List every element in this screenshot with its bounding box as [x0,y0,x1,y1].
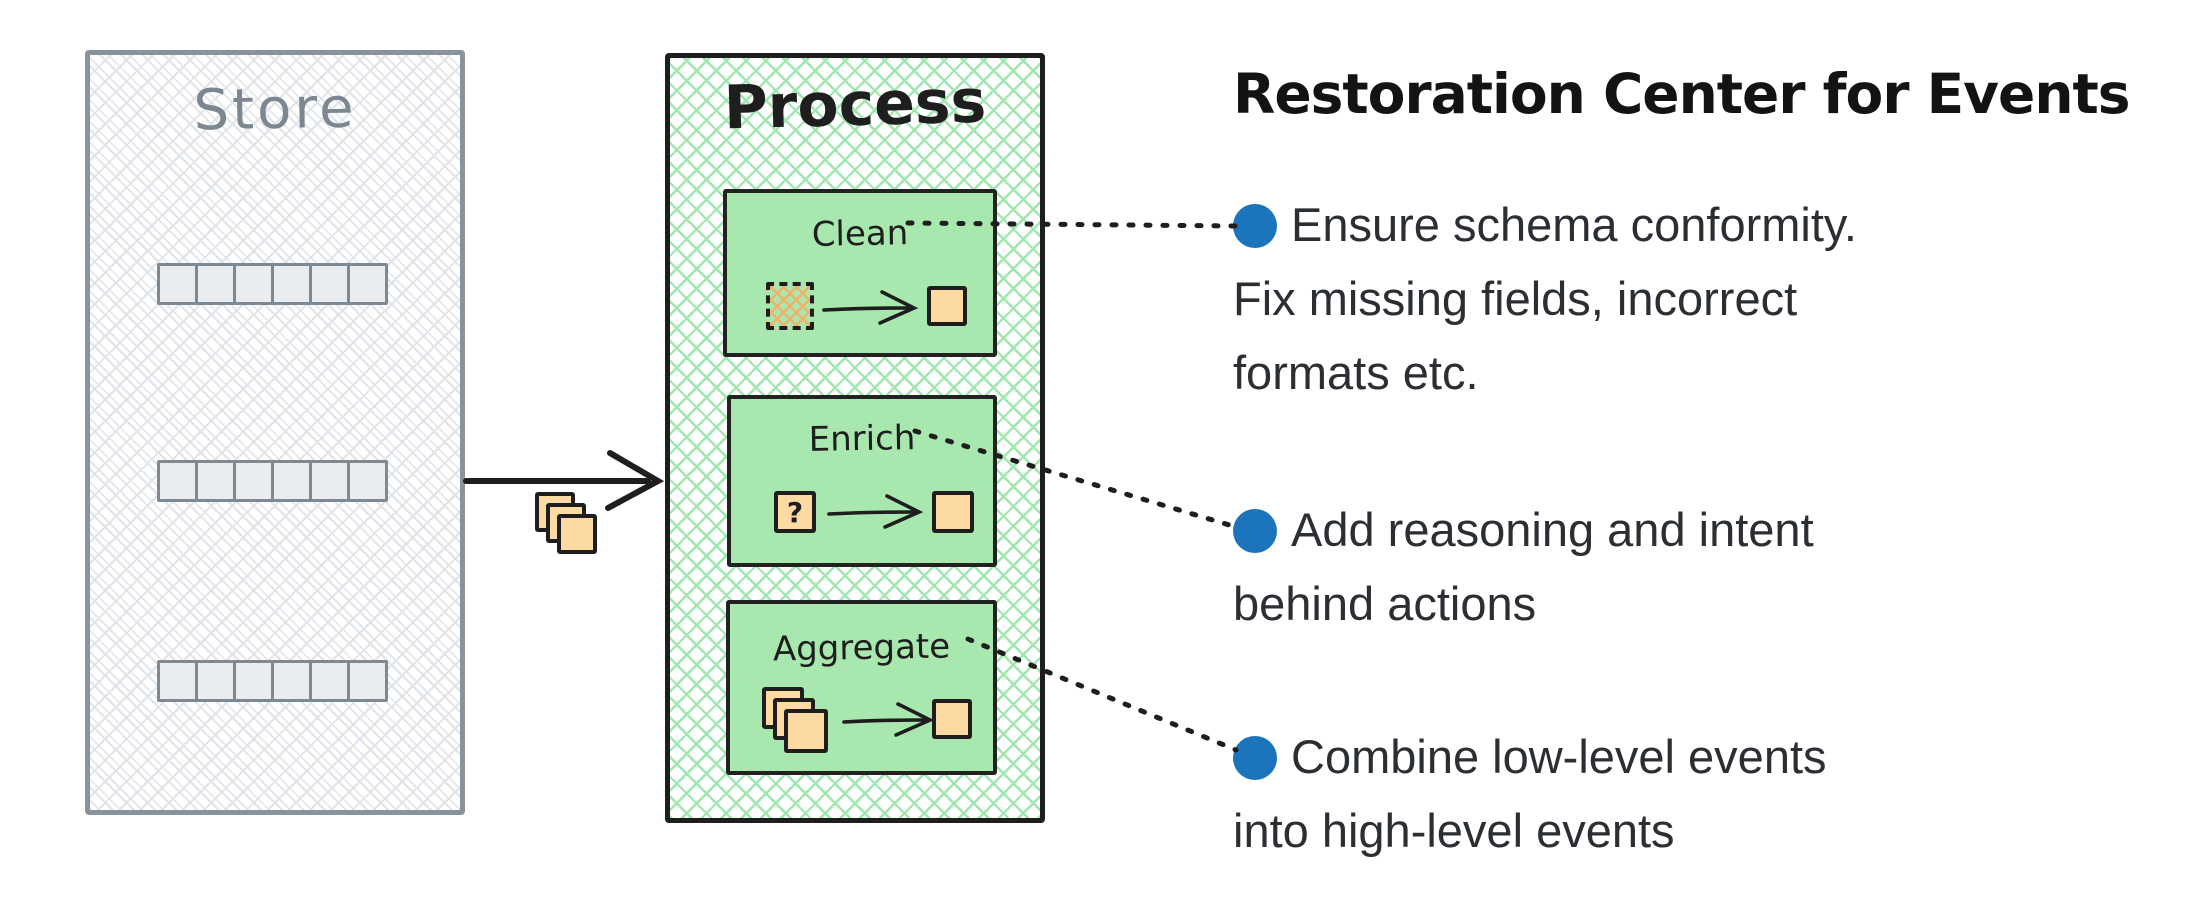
bullet-item-clean: Ensure schema conformity. Fix missing fi… [1233,188,2173,410]
store-shelf-row [157,460,388,502]
store-shelf-row [157,263,388,305]
question-glyph: ? [786,495,804,529]
store-cell [271,660,312,702]
store-title: Store [192,75,358,144]
store-cell [157,460,198,502]
bullet-dot-icon [1233,204,1277,248]
bullet-dot-icon [1233,509,1277,553]
notes-title: Restoration Center for Events [1233,62,2131,126]
bullet-text: Ensure schema conformity. [1291,198,1857,251]
store-cell [309,460,350,502]
arrow-icon [822,290,919,325]
store-cell [271,460,312,502]
arrow-icon [842,702,935,737]
bullet-text: formats etc. [1233,346,1479,399]
event-square-icon [927,286,967,326]
store-cell [195,263,236,305]
arrow-icon [827,494,924,529]
store-cell [309,263,350,305]
store-shelf-row [157,660,388,702]
store-cell [157,263,198,305]
event-square-icon [932,491,974,533]
event-square-icon [932,699,972,739]
store-cell [347,660,388,702]
bullet-text: behind actions [1233,577,1537,630]
store-cell [347,460,388,502]
bullet-text: into high-level events [1233,804,1675,857]
store-cell [347,263,388,305]
store-cell [195,460,236,502]
process-title: Process [722,66,988,144]
store-box: Store [85,50,465,815]
step-enrich: Enrich ? [727,395,997,567]
dirty-event-icon [766,282,814,330]
step-aggregate-label: Aggregate [772,626,951,670]
store-cell [157,660,198,702]
store-cell [195,660,236,702]
event-stack-icon [784,709,828,753]
store-to-process-arrowhead [605,450,665,511]
unknown-event-icon: ? [774,491,816,533]
store-cell [233,460,274,502]
store-cell [309,660,350,702]
store-cell [271,263,312,305]
bullet-item-enrich: Add reasoning and intent behind actions [1233,493,2173,641]
bullet-text: Add reasoning and intent [1291,503,1814,556]
event-stack-icon [557,514,597,554]
store-cell [233,660,274,702]
step-clean: Clean [723,189,997,357]
store-cell [233,263,274,305]
process-box: Process Clean Enrich ? Aggregate [665,53,1045,823]
bullet-text: Fix missing fields, incorrect [1233,272,1798,325]
step-enrich-label: Enrich [808,418,916,460]
step-aggregate: Aggregate [726,600,997,775]
step-clean-label: Clean [811,213,909,255]
bullet-item-aggregate: Combine low-level events into high-level… [1233,720,2173,868]
bullet-dot-icon [1233,736,1277,780]
bullet-text: Combine low-level events [1291,730,1827,783]
